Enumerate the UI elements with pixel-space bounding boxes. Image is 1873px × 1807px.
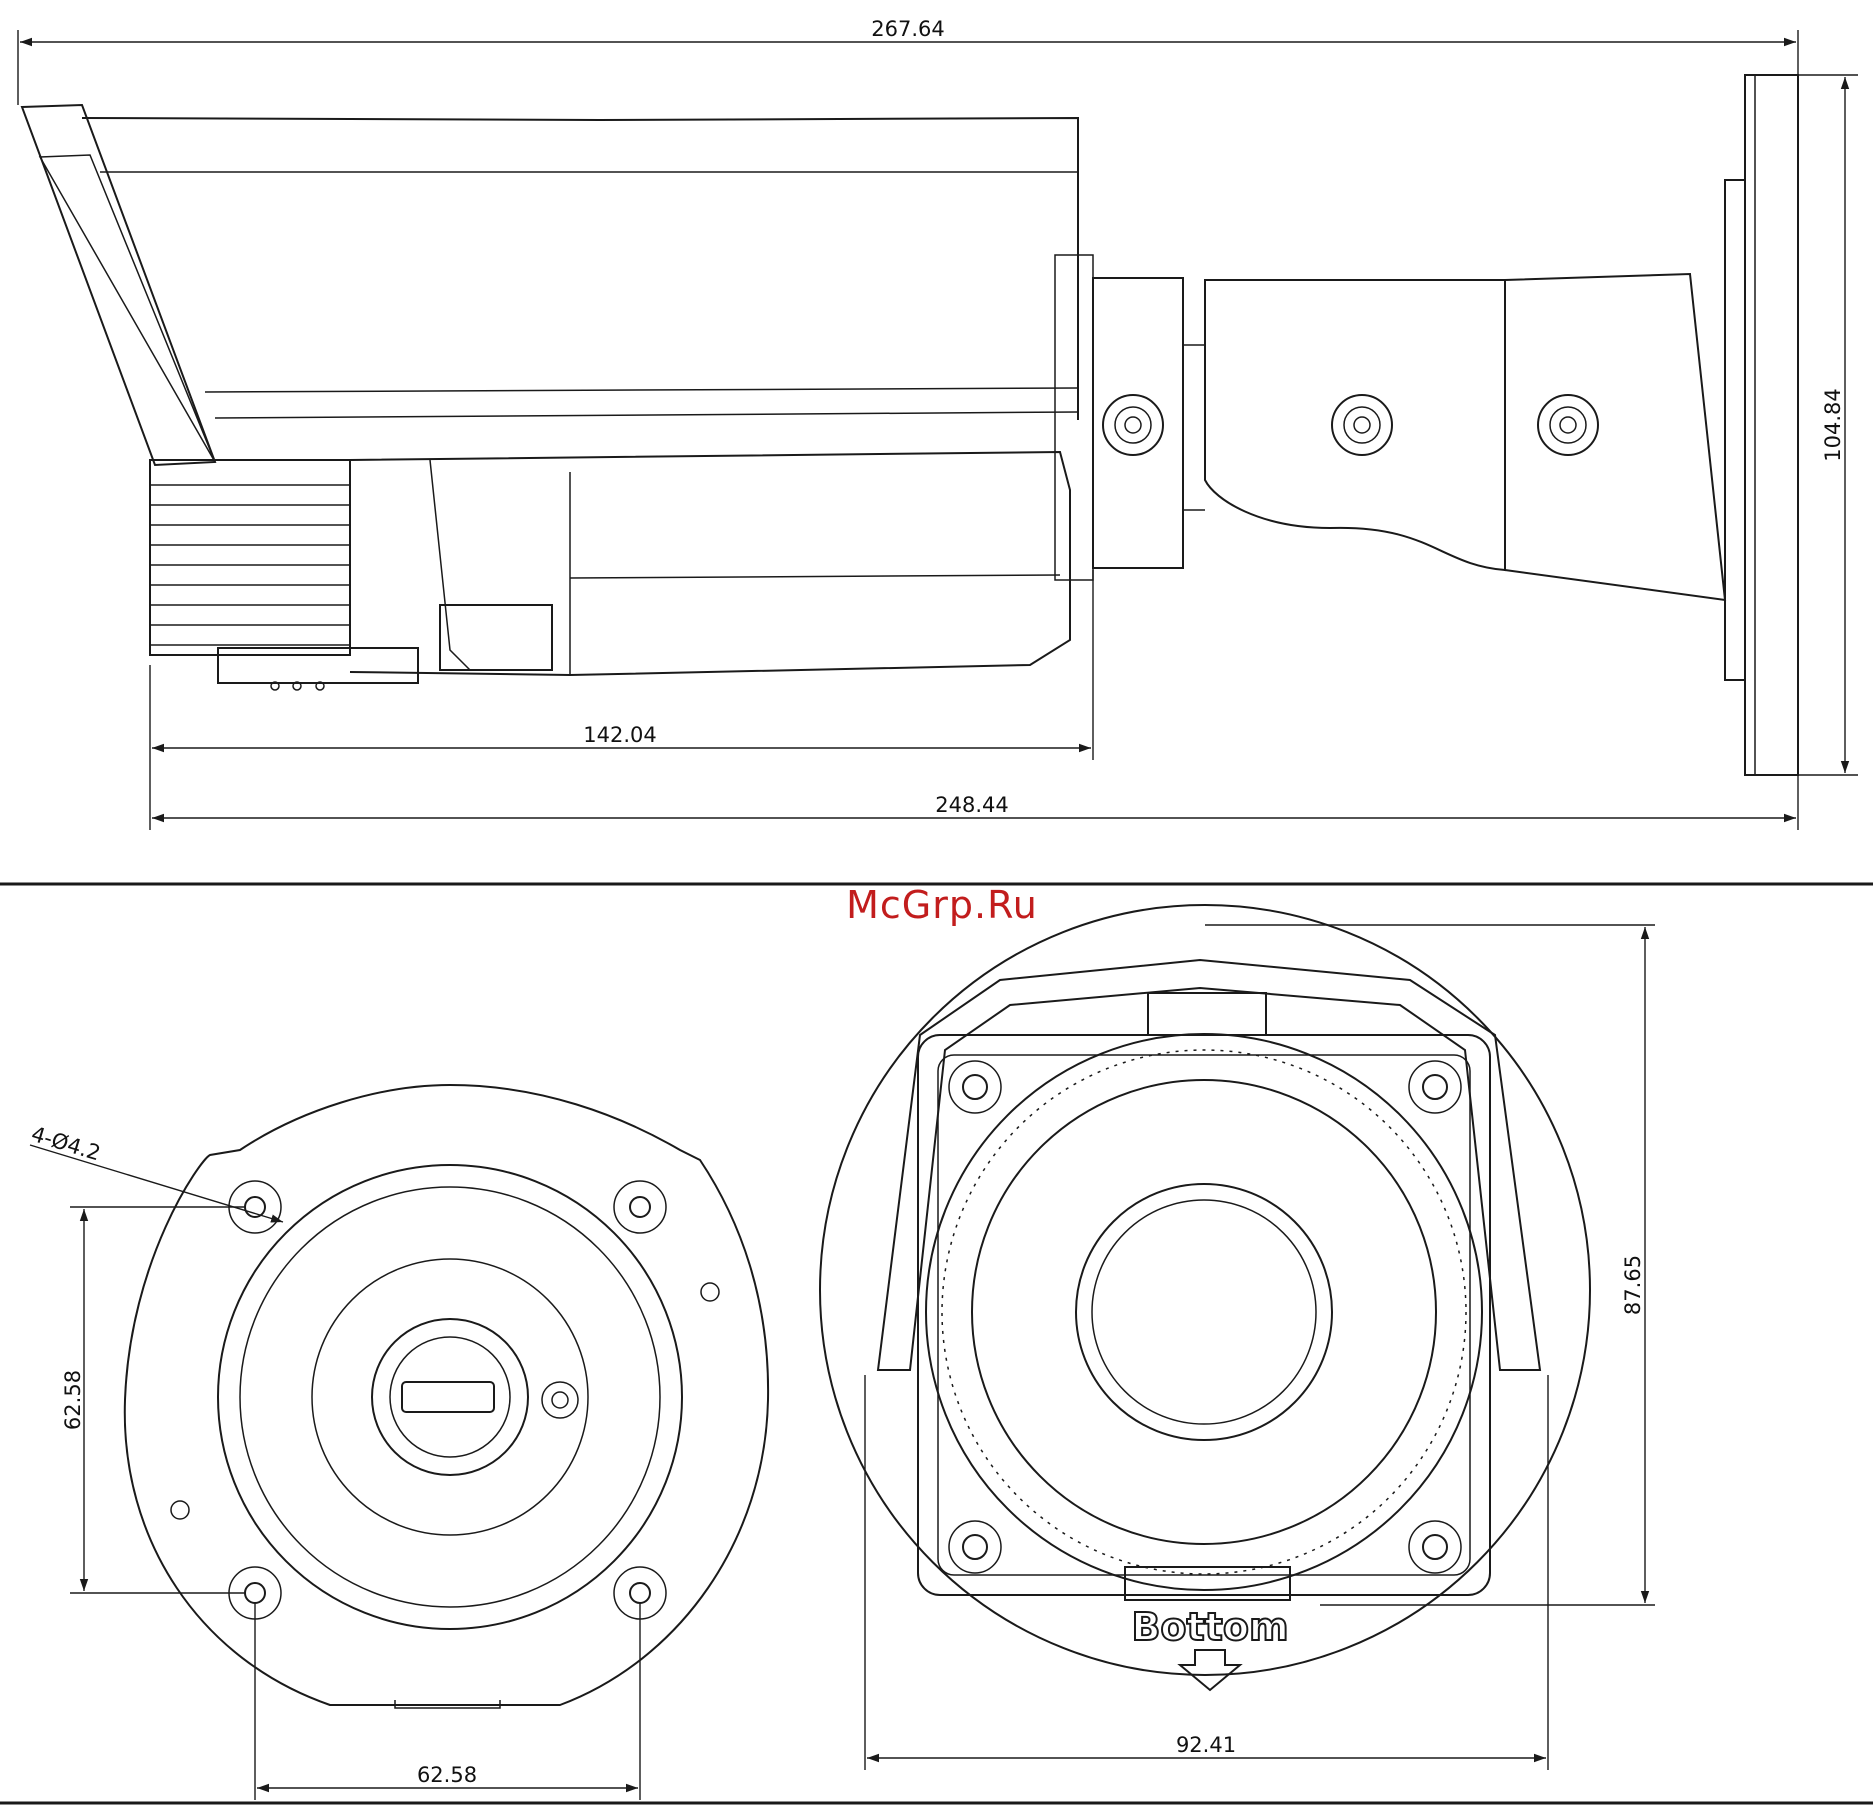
camera-body (150, 255, 1093, 690)
dim-hole-spacing-horizontal: 62.58 (417, 1763, 477, 1787)
dim-total-depth: 248.44 (935, 793, 1008, 817)
mount-bracket (1093, 75, 1798, 775)
screw-3 (1538, 395, 1598, 455)
mount-hole-2 (614, 1181, 666, 1233)
dim-overall-length: 267.64 (871, 17, 944, 41)
screw-1 (1103, 395, 1163, 455)
front-screw-bottom-right (1409, 1521, 1461, 1573)
dim-hole-spacing-vertical: 62.58 (61, 1370, 85, 1430)
mount-base-view (30, 1085, 768, 1800)
hole-callout: 4-Ø4.2 (29, 1122, 104, 1166)
side-view (18, 30, 1858, 830)
dim-housing-length: 142.04 (583, 723, 656, 747)
front-screw-bottom-left (949, 1521, 1001, 1573)
bottom-orientation-label: Bottom (1131, 1605, 1288, 1649)
front-screw-top-right (1409, 1061, 1461, 1113)
dim-mount-height: 104.84 (1821, 388, 1845, 461)
down-arrow-icon (1180, 1650, 1240, 1690)
side-view-dimensions (18, 30, 1858, 830)
dim-front-width: 92.41 (1176, 1733, 1236, 1757)
front-screw-top-left (949, 1061, 1001, 1113)
screw-2 (1332, 395, 1392, 455)
watermark: McGrp.Ru (846, 883, 1038, 927)
sun-shield (22, 105, 1078, 465)
dim-front-height: 87.65 (1621, 1255, 1645, 1315)
